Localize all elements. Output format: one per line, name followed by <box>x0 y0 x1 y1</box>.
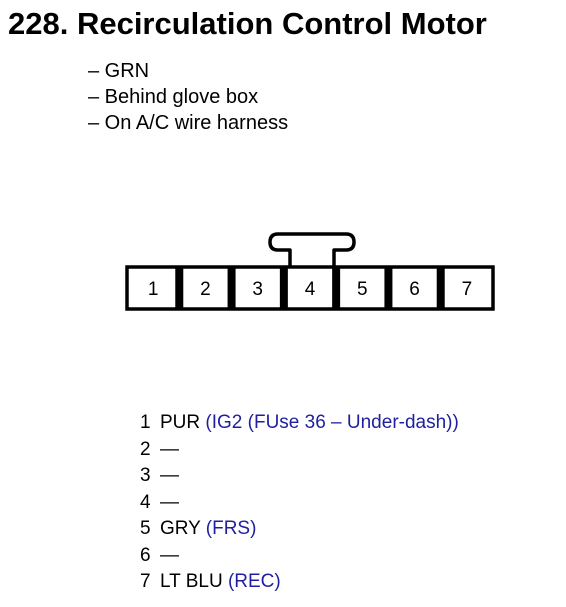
pin-row: 2— <box>140 438 179 460</box>
note-harness: – On A/C wire harness <box>88 112 289 134</box>
note-location: – Behind glove box <box>88 86 259 108</box>
cavity-number: 3 <box>252 279 263 300</box>
pin-row: 3— <box>140 465 179 486</box>
pin-row: 4— <box>140 491 179 513</box>
cavity-number: 4 <box>305 279 316 300</box>
cavity-number: 6 <box>409 279 420 300</box>
cavity-number: 5 <box>357 279 368 300</box>
pin-row: 6— <box>140 544 179 566</box>
connector-lock-tab <box>268 232 356 268</box>
cavity-number: 1 <box>148 279 159 300</box>
cavity-number: 2 <box>200 279 211 300</box>
page-title: 228. Recirculation Control Motor <box>8 6 487 41</box>
note-color: – GRN <box>88 60 150 82</box>
cavity-number: 7 <box>462 279 473 300</box>
connector-notes: – GRN – Behind glove box – On A/C wire h… <box>88 58 288 136</box>
connector-housing <box>125 265 495 311</box>
